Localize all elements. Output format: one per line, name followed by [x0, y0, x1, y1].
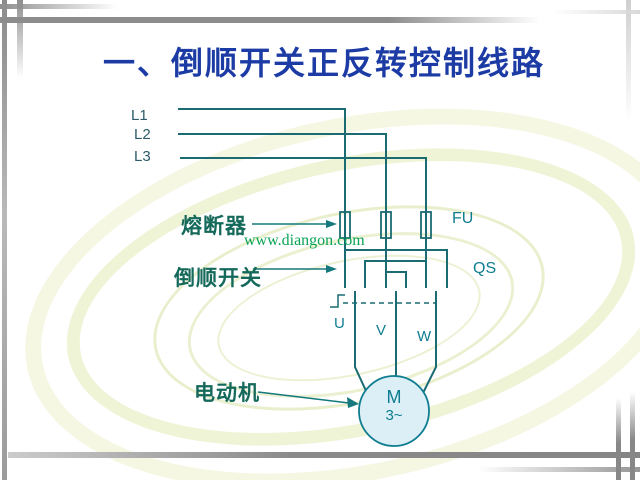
switch-chinese-label: 倒顺开关 [174, 267, 262, 290]
fuse-chinese-label: 熔断器 [181, 215, 247, 238]
switch-handle-symbol [330, 294, 345, 308]
phase-label-l1: L1 [131, 107, 148, 124]
switch-blade-w [422, 291, 437, 394]
motor-m-label: M [386, 387, 402, 407]
l2-cross-branch [386, 271, 407, 288]
fuse-symbol-3 [420, 211, 432, 239]
motor-arrowhead [347, 397, 359, 408]
l3-cross-branch [364, 260, 426, 288]
l3-wire [180, 157, 427, 288]
terminal-label-w: W [417, 328, 432, 345]
fuse-symbol-1 [339, 211, 351, 239]
motor-phase-label: 3~ [385, 406, 403, 424]
slide-title: 一、倒顺开关正反转控制线路 [103, 45, 546, 81]
fuse-code-label: FU [452, 210, 474, 227]
terminal-label-u: U [334, 315, 345, 332]
fuse-arrowhead [326, 220, 337, 228]
switch-blade-u [354, 291, 368, 394]
motor-symbol-text: M 3~ [359, 387, 429, 424]
phase-label-l2: L2 [134, 126, 151, 143]
switch-arrowhead [326, 265, 337, 273]
phase-label-l3: L3 [134, 148, 151, 165]
l2-wire [178, 133, 387, 288]
motor-circle [358, 375, 430, 447]
motor-pointer-arrow [257, 391, 350, 404]
l1-cross-branch [345, 249, 448, 288]
motor-chinese-label: 电动机 [194, 382, 260, 405]
fuse-symbol-2 [380, 211, 392, 239]
watermark-text: www.diangon.com [244, 232, 365, 249]
switch-code-label: QS [473, 260, 497, 277]
terminal-label-v: V [376, 322, 387, 339]
l1-wire [178, 108, 346, 288]
